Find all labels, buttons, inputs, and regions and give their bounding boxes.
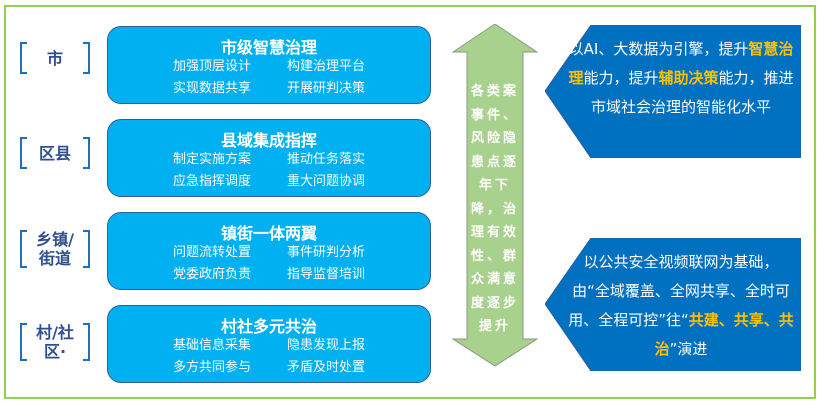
level-box-village: 村社多元共治 基础信息采集 隐患发现上报 多方共同参与 矛盾及时处置 bbox=[107, 305, 431, 383]
highlight: 共建、共享、共治 bbox=[654, 311, 794, 358]
level-label-county: 区县 bbox=[20, 137, 90, 169]
level-label-text: 村/社区· bbox=[36, 323, 74, 361]
box-item: 开展研判决策 bbox=[286, 81, 365, 96]
box-item: 应急指挥调度 bbox=[172, 174, 251, 189]
box-item: 构建治理平台 bbox=[286, 59, 365, 74]
arrow-text: 各类案事件、风险隐患点逐年下降，治理有效性、群众满意度逐步提升 bbox=[470, 84, 519, 334]
callout-shape bbox=[545, 25, 801, 158]
text: ”演进 bbox=[669, 340, 708, 358]
callout-shape bbox=[545, 238, 801, 371]
level-box-county: 县域集成指挥 制定实施方案 推动任务落实 应急指挥调度 重大问题协调 bbox=[107, 119, 431, 197]
box-item: 隐患发现上报 bbox=[286, 338, 365, 353]
box-item: 矛盾及时处置 bbox=[286, 360, 365, 375]
text: 以AI、大数据为引擎，提升 bbox=[568, 40, 749, 58]
box-title: 县域集成指挥 bbox=[220, 131, 317, 150]
level-label-village: 村/社区· bbox=[20, 323, 90, 361]
box-item: 党委政府负责 bbox=[172, 267, 251, 282]
box-title: 市级智慧治理 bbox=[220, 38, 317, 57]
box-item: 事件研判分析 bbox=[286, 245, 365, 260]
callout-text: 以AI、大数据为引擎，提升智慧治理能力，提升辅助决策能力，推进市域社会治理的智能… bbox=[565, 35, 797, 122]
text: 能力，提升 bbox=[583, 69, 659, 87]
text: 以公共安全视频联网为基础，由“全域覆盖、全网共享、全时可用、全程可控”往“ bbox=[568, 253, 790, 329]
diagram-frame bbox=[4, 5, 816, 399]
callout-ai: 以AI、大数据为引擎，提升智慧治理能力，提升辅助决策能力，推进市域社会治理的智能… bbox=[545, 25, 801, 158]
text: 能力，推进市域社会治理的智能化水平 bbox=[590, 69, 794, 116]
box-item: 指导监督培训 bbox=[286, 267, 365, 282]
box-title: 村社多元共治 bbox=[220, 317, 317, 336]
box-item: 多方共同参与 bbox=[172, 360, 251, 375]
level-box-city: 市级智慧治理 加强顶层设计 构建治理平台 实现数据共享 开展研判决策 bbox=[107, 26, 431, 104]
box-item: 重大问题协调 bbox=[286, 174, 365, 189]
box-item: 基础信息采集 bbox=[172, 338, 251, 353]
box-item: 推动任务落实 bbox=[286, 152, 365, 167]
level-label-city: 市 bbox=[20, 42, 90, 74]
callout-text: 以公共安全视频联网为基础，由“全域覆盖、全网共享、全时可用、全程可控”往“共建、… bbox=[565, 248, 797, 364]
box-item: 实现数据共享 bbox=[172, 81, 251, 96]
double-arrow-icon bbox=[452, 24, 538, 367]
level-label-town: 乡镇/街道 bbox=[20, 230, 90, 268]
callout-video: 以公共安全视频联网为基础，由“全域覆盖、全网共享、全时可用、全程可控”往“共建、… bbox=[545, 238, 801, 371]
box-item: 制定实施方案 bbox=[172, 152, 251, 167]
highlight: 辅助决策 bbox=[658, 69, 719, 87]
level-box-town: 镇街一体两翼 问题流转处置 事件研判分析 党委政府负责 指导监督培训 bbox=[107, 212, 431, 290]
level-label-text: 乡镇/街道 bbox=[36, 230, 74, 268]
highlight: 智慧治理 bbox=[568, 40, 794, 87]
box-title: 镇街一体两翼 bbox=[220, 224, 317, 243]
box-item: 问题流转处置 bbox=[172, 245, 251, 260]
box-item: 加强顶层设计 bbox=[172, 59, 251, 74]
